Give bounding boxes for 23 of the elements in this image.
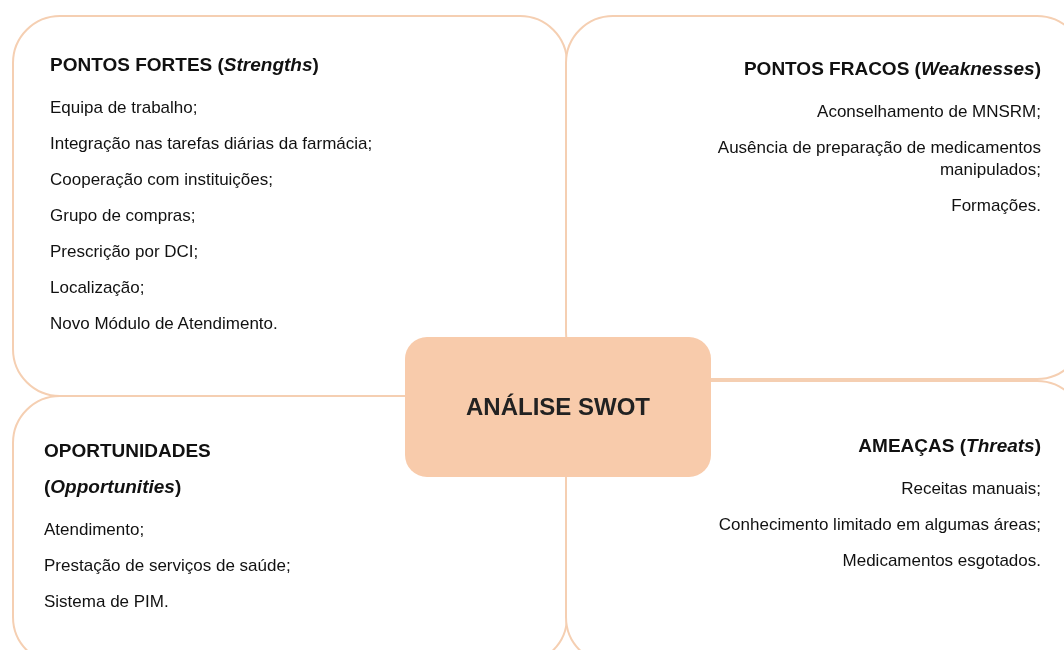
panel-heading: OPORTUNIDADES (Opportunities) (44, 439, 212, 499)
panel-heading: AMEAÇAS (Threats) (857, 434, 1041, 458)
center-box (405, 337, 711, 477)
list-item: Localização; (50, 277, 146, 299)
list-item: Receitas manuais; (900, 478, 1041, 500)
list-item: Atendimento; (44, 519, 146, 541)
list-item: Aconselhamento de MNSRM; (816, 101, 1041, 123)
list-item: Prescrição por DCI; (50, 241, 200, 263)
list-item: Conhecimento limitado em algumas áreas; (717, 514, 1041, 536)
list-item: Formações. (950, 195, 1041, 217)
list-item: Integração nas tarefas diárias da farmácia; (50, 133, 374, 155)
panel-heading: PONTOS FRACOS (Weaknesses) (742, 57, 1041, 81)
center-title: ANÁLISE SWOT (466, 393, 650, 421)
list-item: Equipa de trabalho; (50, 97, 199, 119)
panel-heading: PONTOS FORTES (Strengths) (50, 53, 320, 77)
list-item: Medicamentos esgotados. (841, 550, 1041, 572)
list-item: Ausência de preparação de medicamentos manipulados; (716, 137, 1041, 181)
weaknesses-panel (565, 15, 1064, 380)
list-item: Grupo de compras; (50, 205, 197, 227)
list-item: Prestação de serviços de saúde; (44, 555, 292, 577)
list-item: Sistema de PIM. (44, 591, 170, 613)
list-item: Novo Módulo de Atendimento. (50, 313, 279, 335)
list-item: Cooperação com instituições; (50, 169, 274, 191)
